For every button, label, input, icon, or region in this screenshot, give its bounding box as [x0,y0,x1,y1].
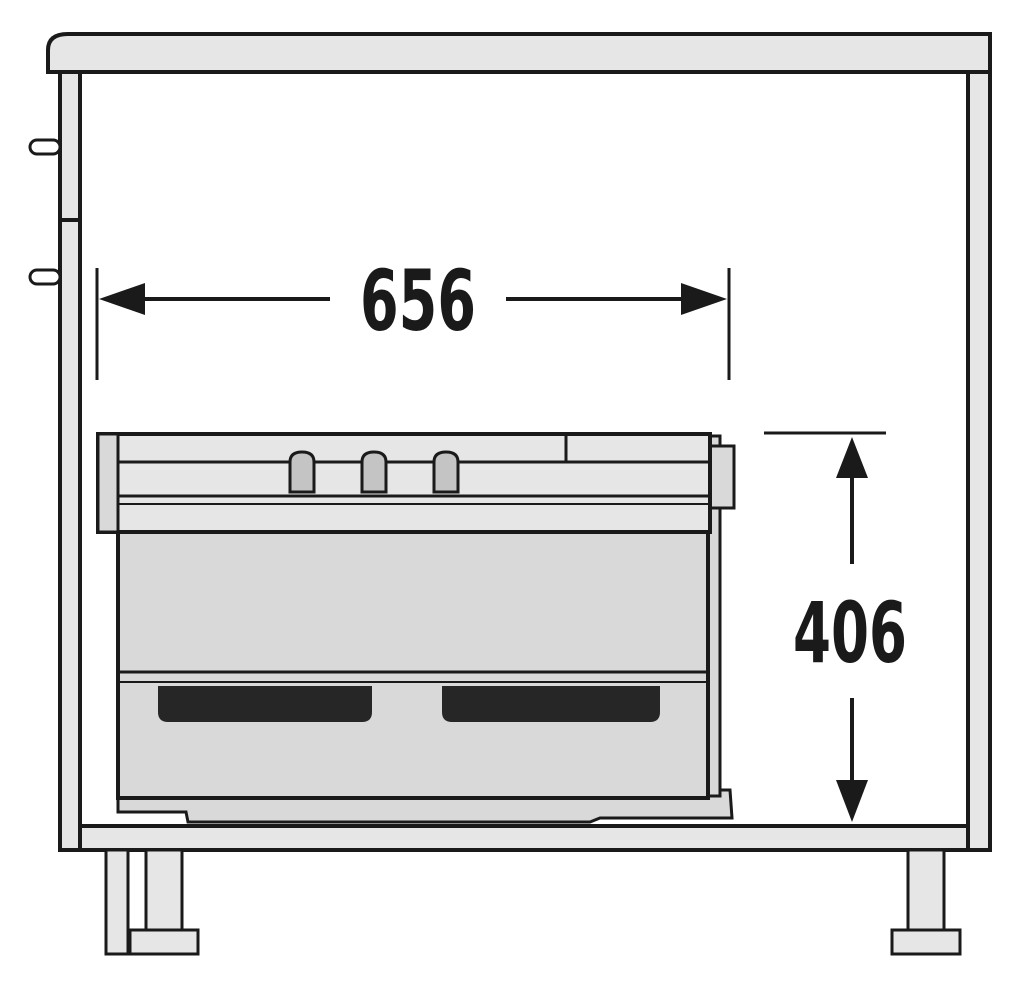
width-dimension: 656 [95,252,731,380]
bin-handle-right [442,686,660,722]
leg-left-foot [128,928,200,956]
cabinet-left-side [58,70,82,852]
hinge-pin-lower [28,268,62,286]
width-arrow-right [681,283,727,315]
hinge-pin-upper [28,138,62,156]
width-arrow-left [99,283,145,315]
width-label: 656 [360,252,476,350]
cabinet-legs [104,848,962,956]
height-label: 406 [793,584,907,682]
hinge-pins [28,138,62,286]
lid-knob-2 [360,450,388,494]
lid-knob-3 [432,450,460,494]
leg-left-back [144,848,184,934]
leg-right [906,848,946,934]
pull-out-bin-unit [96,432,736,824]
bin-handle-left [158,686,372,722]
lid-knob-1 [288,450,316,494]
cabinet-top-panel [46,32,992,74]
bin-body [116,528,710,800]
bin-top-frame [96,432,712,534]
height-dimension: 406 [764,431,907,822]
cabinet-right-side [966,70,992,852]
bin-front-panel [96,432,120,534]
leg-left-front [104,848,130,956]
cabinet-bottom-panel [78,824,970,852]
height-arrow-top [836,437,868,478]
leg-right-foot [890,928,962,956]
height-arrow-bottom [836,780,868,822]
